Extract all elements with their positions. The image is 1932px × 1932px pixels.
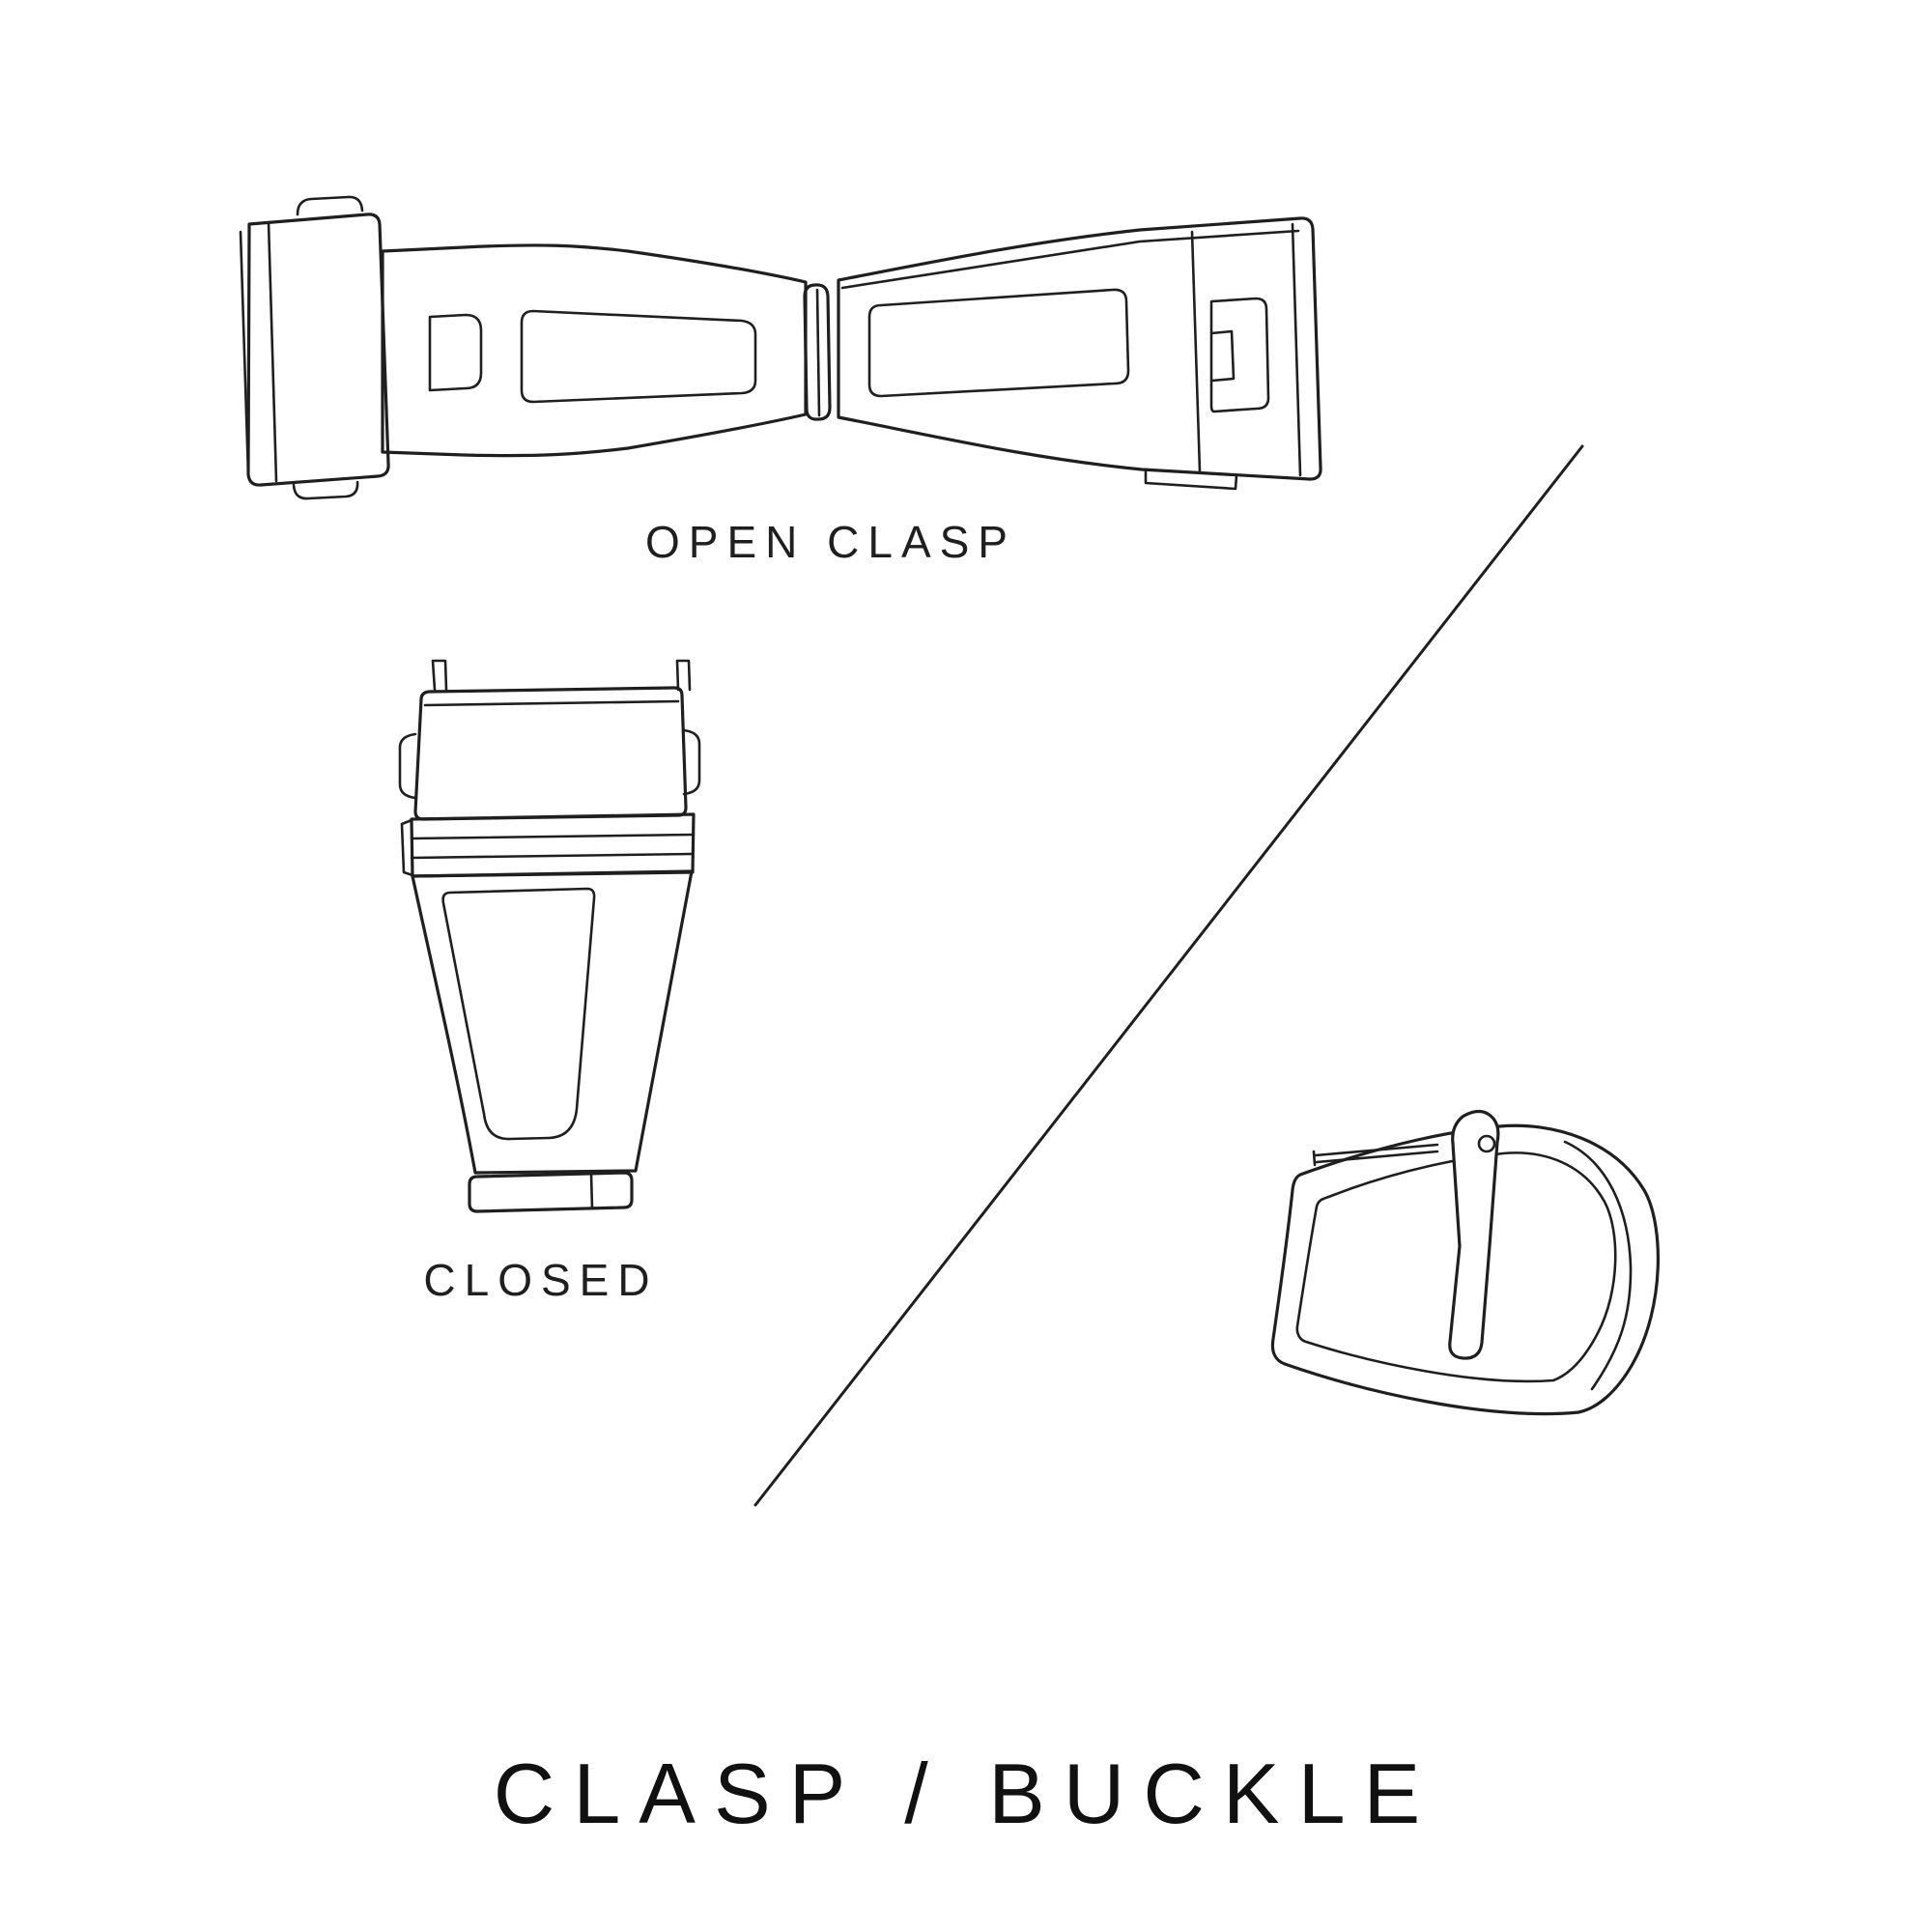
diagonal-divider-line [753,444,1584,1507]
closed-clasp-illustration [398,659,701,1213]
open-clasp-illustration [239,195,1322,500]
page-title: CLASP / BUCKLE [493,1746,1439,1841]
open-clasp-label: OPEN CLASP [645,517,1016,567]
tang-buckle-illustration [1270,1109,1660,1416]
closed-clasp-label: CLOSED [423,1255,659,1305]
